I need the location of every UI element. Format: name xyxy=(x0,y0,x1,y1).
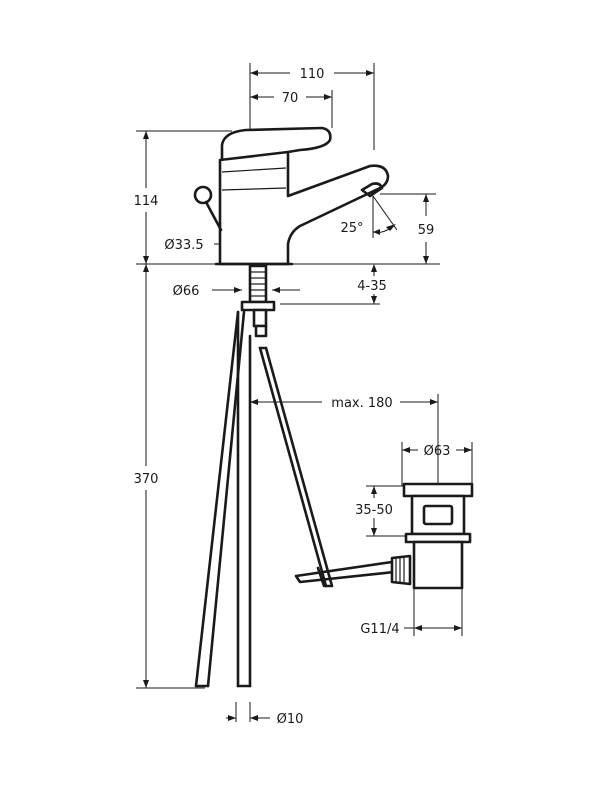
label-waste-height: 35-50 xyxy=(355,503,393,518)
label-height-spout: 59 xyxy=(418,223,435,238)
label-thread: G11/4 xyxy=(360,622,399,637)
label-width-spout: 70 xyxy=(282,91,299,106)
label-height-tap: 114 xyxy=(134,194,159,209)
hoses-and-rod xyxy=(194,310,396,688)
waste-assembly xyxy=(390,482,474,590)
label-length-hoses: 370 xyxy=(134,472,159,487)
label-angle: 25° xyxy=(340,221,363,236)
label-adjust-range: 4-35 xyxy=(357,279,387,294)
dimension-labels: 110 70 114 59 25° Ø33.5 Ø66 4-35 max. 18… xyxy=(134,67,451,727)
mounting-shank xyxy=(240,264,276,338)
label-max-reach: max. 180 xyxy=(331,396,392,411)
label-dia-top: Ø33.5 xyxy=(164,238,203,253)
label-dia-rod: Ø10 xyxy=(277,712,304,727)
tap-body xyxy=(193,126,390,266)
label-width-total: 110 xyxy=(300,67,325,82)
dimension-lines xyxy=(136,63,473,722)
label-dia-base: Ø66 xyxy=(173,284,200,299)
label-dia-waste: Ø63 xyxy=(424,444,451,459)
